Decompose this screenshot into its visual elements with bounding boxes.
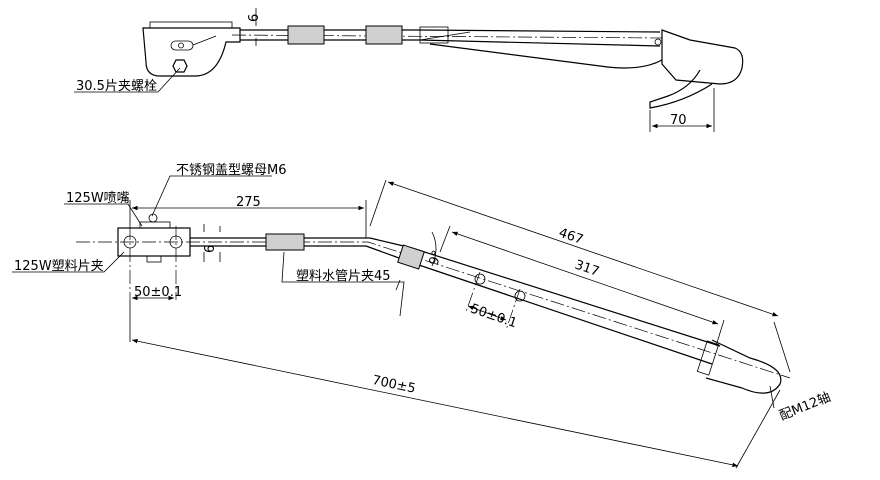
hole-spacing-right-text: 50±0.1: [468, 302, 518, 332]
top-bracket-flange: [149, 21, 233, 29]
angled-clip: [397, 244, 425, 270]
clip-label: 125W塑料片夹: [14, 259, 104, 274]
top-pivot-pin: [654, 38, 662, 46]
top-clip-2: [365, 25, 403, 45]
bottom-view: 6 不锈钢盖型螺母M6 125W喷嘴 125W塑料片夹 275 50±0.1 塑…: [12, 163, 833, 469]
dim-317-line: [451, 231, 719, 325]
dim-317-text: 317: [573, 258, 601, 280]
shaft-end-housing: [705, 339, 782, 394]
nozzle-label: 125W喷嘴: [66, 191, 130, 206]
overall-ext: [129, 300, 781, 469]
bolt-label: 30.5片夹螺栓: [76, 79, 157, 94]
nut-label: 不锈钢盖型螺母M6: [176, 163, 287, 178]
top-clip-1: [287, 25, 325, 45]
top-thickness-dim-text: 6: [247, 14, 262, 22]
top-slot-pin: [178, 42, 184, 49]
cap-nut-base: [139, 221, 171, 229]
top-hook-ext-lines: [649, 88, 715, 132]
top-slot: [170, 40, 194, 51]
bolt-leader: [74, 67, 181, 93]
dim-275-text: 275: [236, 195, 261, 210]
overall-length-line: [131, 338, 739, 468]
hole-spacing-right-line: [467, 305, 507, 321]
hose-clip-label: 塑料水管片夹45: [296, 269, 391, 284]
hose-clip-leader: [281, 251, 405, 317]
overall-length-text: 700±5: [371, 373, 417, 397]
top-arm-bend: [419, 31, 471, 41]
nozzle-leader: [64, 203, 143, 227]
top-hook-housing: [661, 29, 744, 85]
dim-275-ext: [129, 200, 367, 238]
dim-467-text: 467: [557, 226, 585, 248]
top-hook-lip: [649, 69, 713, 109]
top-hook-width-dim-text: 70: [670, 113, 687, 128]
cap-nut-icon: [148, 213, 158, 223]
hole-spacing-left-text: 50±0.1: [134, 285, 182, 300]
top-arm-taper: [429, 43, 663, 69]
hose-clip: [265, 233, 305, 251]
top-mounting-bracket: [142, 27, 241, 77]
arm-thickness-dim-text: 6: [203, 245, 218, 253]
nozzle-body: [146, 255, 162, 263]
dim-467-ext: [369, 179, 791, 373]
shaft-leader: [769, 385, 775, 409]
arm-thickness-ext: [203, 224, 221, 262]
top-clip-3: [419, 26, 449, 44]
clip-leader: [12, 251, 125, 273]
angle-arc: [431, 231, 437, 267]
nut-leader: [151, 175, 272, 217]
shaft-collar: [696, 340, 720, 376]
top-view: 6 70 30.5片夹螺栓: [74, 8, 744, 132]
angle-dim-text: 9°: [427, 249, 446, 268]
bolt-hex-icon: [172, 59, 188, 73]
mount-hole-centerlines: [129, 226, 177, 300]
bottom-centerline: [76, 241, 791, 379]
shaft-label: 配M12轴: [777, 390, 832, 424]
dim-467-line: [387, 181, 779, 317]
top-slot-arm: [192, 35, 217, 46]
